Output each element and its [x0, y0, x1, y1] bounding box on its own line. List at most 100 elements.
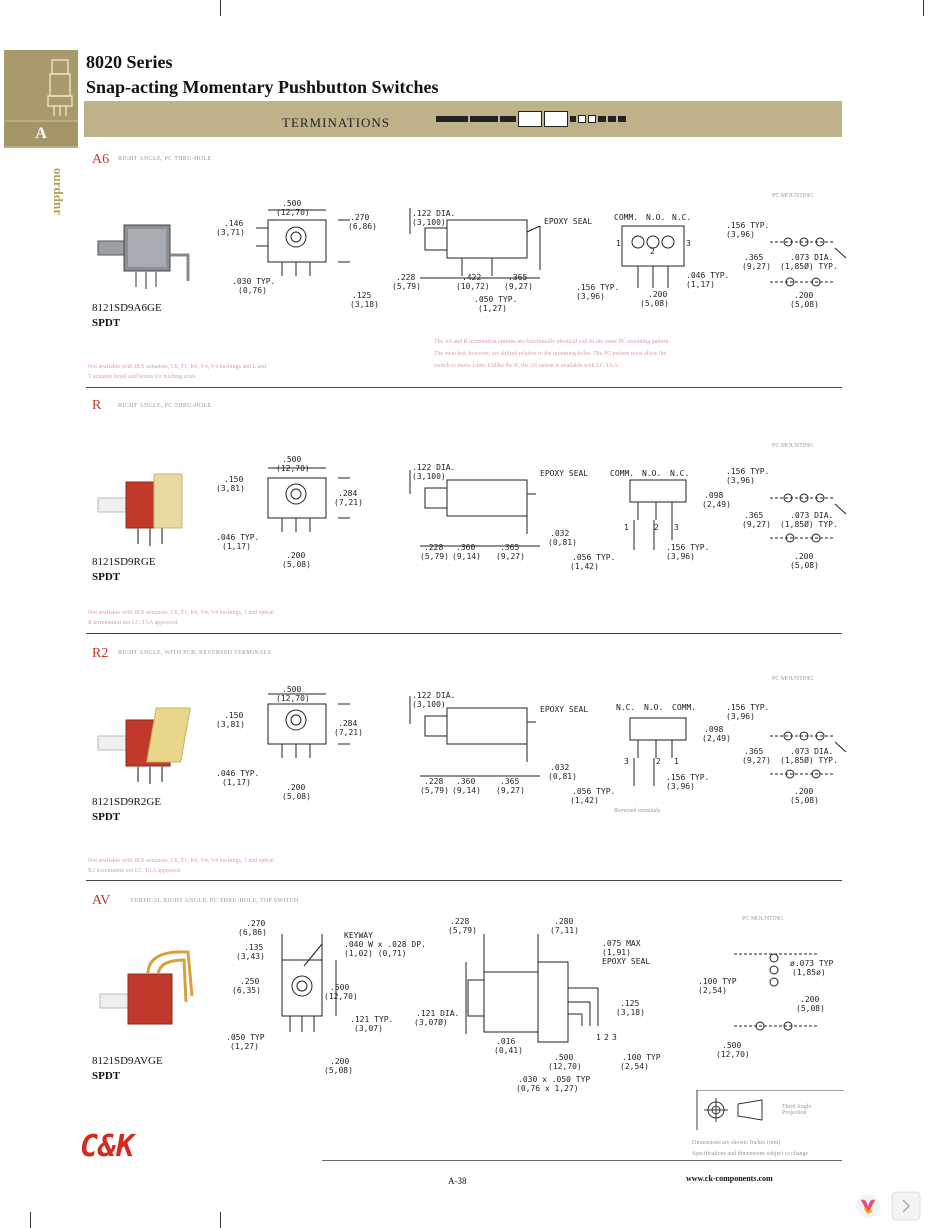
- dim-label: 3: [686, 239, 691, 248]
- section-code-a6: A6: [92, 152, 110, 167]
- dim-label: 2: [656, 757, 661, 766]
- side-vertical-text: ourddnr: [51, 168, 66, 215]
- dim-label: (9,14): [452, 786, 481, 795]
- crop-mark: [220, 1212, 221, 1228]
- dim-label: (0,41): [494, 1046, 523, 1055]
- section-divider: [86, 387, 842, 388]
- specifications-note: Specifications and dimensions subject to…: [692, 1151, 809, 1157]
- website-link[interactable]: www.ck-components.com: [686, 1174, 773, 1183]
- availability-note: Not available with JRX actuators, C6, T1…: [88, 608, 274, 628]
- dim-label: (12,70): [716, 1050, 750, 1059]
- dim-label: (3,100): [412, 700, 446, 709]
- dim-label: (3,96): [666, 552, 695, 561]
- dim-label: (2,49): [702, 734, 731, 743]
- dim-label: (5,08): [790, 796, 819, 805]
- note-line: R termination not LC-TAA approved.: [88, 620, 179, 626]
- dim-label: .146: [224, 219, 243, 228]
- dim-label: .228: [424, 777, 443, 786]
- dim-label: 2: [654, 523, 659, 532]
- switch-photo-av: [99, 950, 194, 1025]
- section-divider: [86, 880, 842, 881]
- dim-label: (1,02) (0,71): [344, 949, 407, 958]
- note-line: T actuator bezel and bezels for bushing …: [88, 374, 197, 380]
- dim-label: .156 TYP.: [726, 703, 769, 712]
- dim-label: (3,96): [726, 476, 755, 485]
- third-angle-line: Third Angle: [782, 1104, 812, 1110]
- switch-thumbnail-icon: [47, 59, 73, 116]
- dim-label: 3: [612, 1033, 617, 1042]
- dim-label: .500: [722, 1041, 741, 1050]
- dim-label: .040 W x .028 DP.: [344, 940, 426, 949]
- dim-label: (3,100): [412, 218, 446, 227]
- section-desc-r: RIGHT ANGLE, PC THRU-HOLE: [118, 403, 212, 409]
- footer-rule: [322, 1160, 842, 1161]
- dim-label: (2,54): [620, 1062, 649, 1071]
- dim-label: .422: [462, 273, 481, 282]
- dim-label: (7,11): [550, 926, 579, 935]
- dim-label: .250: [240, 977, 259, 986]
- viewer-nav: [852, 1190, 922, 1222]
- dim-label: (9,27): [496, 552, 525, 561]
- dim-label: .156 TYP.: [576, 283, 619, 292]
- dim-label: .270: [246, 919, 265, 928]
- note-line: switch to move 1mm. Unlike the R, the A6…: [434, 363, 620, 369]
- dim-label: (0,76 x 1,27): [516, 1084, 579, 1093]
- pole-type: SPDT: [92, 571, 121, 583]
- part-number: 8121SD9A6GE: [92, 302, 162, 314]
- dim-label: (3,96): [726, 230, 755, 239]
- dim-label: .030 x .050 TYP: [518, 1075, 590, 1084]
- dim-label: .046 TYP.: [686, 271, 729, 280]
- dim-label: (9,27): [742, 262, 771, 271]
- dim-label: .500: [282, 455, 301, 464]
- section-code-r: R: [92, 398, 102, 413]
- dim-label: (9,27): [742, 520, 771, 529]
- dim-label: .360: [456, 777, 475, 786]
- drawing-a6: .500 (12,70) .146 (3,71) .270 (6,86) .03…: [216, 199, 847, 313]
- dim-label: (3,81): [216, 720, 245, 729]
- drawing-r2: .500 (12,70) .150 (3,81) .284 (7,21) .04…: [216, 685, 847, 805]
- dim-label: .098: [704, 725, 723, 734]
- note-line: The switches, however, are shifted relat…: [434, 351, 667, 357]
- section-divider: [86, 633, 842, 634]
- dim-label: (1,42): [570, 796, 599, 805]
- dim-label: .050 TYP.: [474, 295, 517, 304]
- dim-label: (6,86): [238, 928, 267, 937]
- dim-label: N.C.: [616, 703, 635, 712]
- dim-label: (5,79): [420, 786, 449, 795]
- dim-label: .284: [338, 719, 357, 728]
- logo-text: C&K: [80, 1129, 137, 1162]
- dim-label: .200: [330, 1057, 349, 1066]
- dim-label: (5,79): [392, 282, 421, 291]
- dim-label: 2: [604, 1033, 609, 1042]
- dim-label: (12,70): [324, 992, 358, 1001]
- dim-label: (9,27): [496, 786, 525, 795]
- switch-photo-r2: [97, 707, 191, 784]
- dim-label: COMM.: [610, 469, 634, 478]
- dim-label: (3,43): [236, 952, 265, 961]
- dim-label: .050 TYP: [226, 1033, 265, 1042]
- dim-label: .125: [620, 999, 639, 1008]
- dim-label: 3: [624, 757, 629, 766]
- dim-label: .098: [704, 491, 723, 500]
- dim-label: (2,54): [698, 986, 727, 995]
- ck-logo: C&K: [80, 1129, 137, 1162]
- dim-label: .200: [794, 552, 813, 561]
- dim-label: .156 TYP.: [666, 773, 709, 782]
- switch-photo-r: [97, 473, 183, 546]
- dim-label: (0,76): [238, 286, 267, 295]
- dim-label: .270: [350, 213, 369, 222]
- third-angle-label: Third Angle Projection: [782, 1104, 811, 1116]
- dim-label: N.C.: [672, 213, 691, 222]
- availability-note: Not available with JRX actuators, C6, T1…: [88, 362, 266, 382]
- dim-label: .046 TYP.: [216, 769, 259, 778]
- dim-label: .032: [550, 763, 569, 772]
- section-desc-r2: RIGHT ANGLE, WITH PCB, REVERSED TERMINAL…: [118, 650, 272, 656]
- center-note: The A6 and R termination options are fun…: [434, 336, 670, 372]
- dim-label: (3,07): [354, 1024, 383, 1033]
- dim-label: (2,49): [702, 500, 731, 509]
- dim-label: N.O.: [644, 703, 663, 712]
- dim-label: .500: [554, 1053, 573, 1062]
- note-line: The A6 and R termination options are fun…: [434, 339, 670, 345]
- dim-label: .156 TYP.: [666, 543, 709, 552]
- dim-label: 1: [596, 1033, 601, 1042]
